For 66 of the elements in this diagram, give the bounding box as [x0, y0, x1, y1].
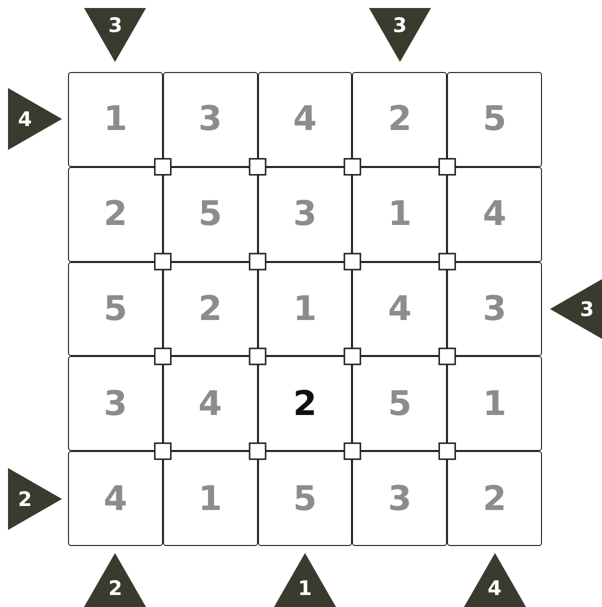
grid-cell	[68, 262, 163, 356]
cell-number: 2	[104, 194, 128, 234]
cell-number: 5	[482, 99, 506, 140]
cell-number: 5	[293, 478, 317, 519]
cell-number: 1	[104, 99, 128, 140]
grid-cell	[447, 356, 542, 452]
grid-cell	[352, 72, 448, 167]
cell-number: 1	[198, 478, 222, 519]
grid-cell	[447, 262, 542, 356]
cell-number: 1	[293, 288, 317, 329]
grid-cell	[352, 451, 448, 546]
clue-number: 3	[392, 13, 407, 37]
grid-cell	[162, 166, 258, 262]
clue-number: 4	[488, 576, 502, 600]
clue-number: 1	[298, 576, 312, 600]
grid-cell	[447, 72, 542, 167]
grid-cell	[68, 72, 163, 167]
clue-number: 2	[18, 486, 32, 511]
cell-number: 2	[198, 288, 222, 329]
grid-cell	[68, 356, 163, 452]
cell-number: 3	[482, 288, 506, 329]
grid-cell	[447, 166, 542, 262]
cell-number: 2	[482, 478, 506, 519]
cell-number: 4	[104, 478, 128, 519]
clue-number: 2	[108, 576, 122, 600]
grid-cell	[352, 356, 448, 452]
grid-cell	[258, 166, 352, 262]
grid-cell	[162, 262, 258, 356]
cell-number: 3	[293, 194, 317, 234]
cell-number: 4	[198, 384, 222, 424]
cell-number: 4	[293, 99, 317, 140]
grid-cell	[258, 262, 352, 356]
cell-number: 5	[388, 384, 412, 424]
grid-cell	[447, 451, 542, 546]
clue-triangle	[368, 8, 431, 62]
cell-number: 1	[482, 384, 506, 424]
clue-triangle	[84, 553, 146, 607]
grid-cell	[258, 356, 352, 452]
grid-cell	[68, 451, 163, 546]
clue-triangle	[84, 8, 146, 62]
grid-cell	[162, 451, 258, 546]
cell-number: 5	[104, 288, 128, 329]
grid-cell	[162, 356, 258, 452]
grid-cell	[258, 451, 352, 546]
grid-cell	[68, 166, 163, 262]
given-number: 2	[293, 384, 317, 424]
grid-cell	[352, 262, 448, 356]
clue-triangle	[550, 278, 602, 340]
clue-triangle	[274, 553, 336, 607]
clue-triangle	[464, 553, 526, 607]
cell-number: 1	[388, 194, 412, 234]
cell-number: 4	[482, 194, 506, 234]
grid-cell	[162, 72, 258, 167]
cell-number: 3	[388, 478, 412, 519]
grid-cell	[258, 72, 352, 167]
clue-triangle	[8, 88, 62, 150]
clue-triangle	[8, 468, 62, 530]
clue-number: 4	[18, 107, 32, 132]
grid-cell	[352, 166, 448, 262]
cell-number: 3	[104, 384, 128, 424]
cell-number: 4	[388, 288, 412, 329]
clue-number: 3	[580, 297, 594, 321]
clue-number: 3	[108, 13, 122, 37]
cell-number: 5	[198, 194, 222, 234]
cell-number: 2	[388, 99, 412, 140]
cell-number: 3	[198, 99, 222, 140]
